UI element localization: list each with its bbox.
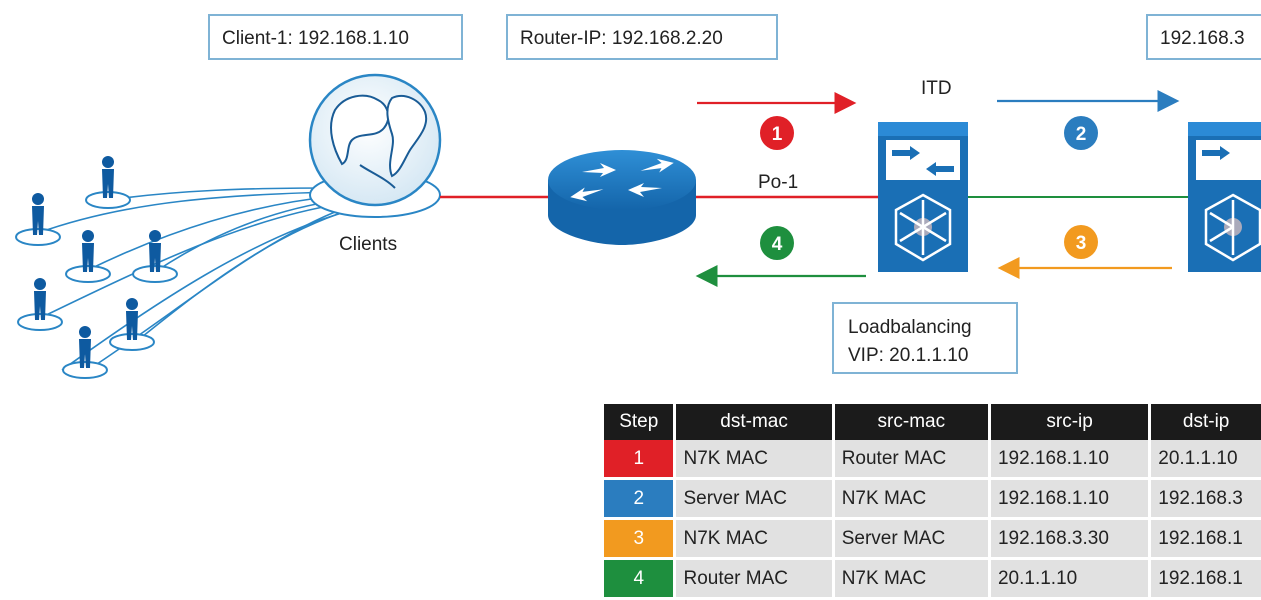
table-row: 1 N7K MAC Router MAC 192.168.1.10 20.1.1… <box>604 440 1261 480</box>
dst-mac-cell: Server MAC <box>674 478 835 520</box>
loadbalancing-label: Loadbalancing <box>848 317 972 338</box>
dst-mac-cell: N7K MAC <box>674 440 835 480</box>
router-icon <box>548 150 696 245</box>
src-ip-cell: 192.168.1.10 <box>989 478 1152 520</box>
po-label: Po-1 <box>758 172 799 193</box>
step-cell: 3 <box>604 518 677 560</box>
src-mac-cell: N7K MAC <box>833 558 991 600</box>
nexus-switch-icon <box>878 122 968 272</box>
dst-ip-cell: 192.168.1 <box>1149 518 1261 560</box>
header-dst-mac: dst-mac <box>674 404 835 440</box>
itd-label: ITD <box>921 78 952 99</box>
client-user-icons <box>15 156 178 379</box>
dst-ip-cell: 20.1.1.10 <box>1149 440 1261 480</box>
step4-badge: 4 <box>760 226 794 260</box>
vip-label: VIP: 20.1.1.10 <box>848 345 969 366</box>
table-row: 4 Router MAC N7K MAC 20.1.1.10 192.168.1 <box>604 558 1261 600</box>
server-switch-icon <box>1188 122 1261 272</box>
step-cell: 2 <box>604 478 677 520</box>
header-dst-ip: dst-ip <box>1149 404 1261 440</box>
src-mac-cell: N7K MAC <box>833 478 991 520</box>
loadbalancing-vip-label: Loadbalancing VIP: 20.1.1.10 <box>832 302 1018 374</box>
svg-text:1: 1 <box>772 124 783 145</box>
header-src-mac: src-mac <box>833 404 991 440</box>
dst-ip-cell: 192.168.1 <box>1149 558 1261 600</box>
globe-icon <box>308 73 442 218</box>
table-row: 3 N7K MAC Server MAC 192.168.3.30 192.16… <box>604 518 1261 560</box>
step1-badge: 1 <box>760 116 794 150</box>
src-mac-cell: Router MAC <box>833 440 991 480</box>
router-ip-label: Router-IP: 192.168.2.20 <box>506 14 778 60</box>
src-ip-cell: 192.168.1.10 <box>989 440 1152 480</box>
step2-badge: 2 <box>1064 116 1098 150</box>
svg-text:3: 3 <box>1076 233 1087 254</box>
header-step: Step <box>604 404 677 440</box>
src-ip-cell: 20.1.1.10 <box>989 558 1152 600</box>
step3-badge: 3 <box>1064 225 1098 259</box>
server-ip-label: 192.168.3 <box>1146 14 1261 60</box>
header-src-ip: src-ip <box>989 404 1152 440</box>
dst-mac-cell: N7K MAC <box>674 518 835 560</box>
client-ip-label: Client-1: 192.168.1.10 <box>208 14 463 60</box>
table-header-row: Step dst-mac src-mac src-ip dst-ip <box>604 404 1261 440</box>
svg-text:2: 2 <box>1076 124 1087 145</box>
step-cell: 4 <box>604 558 677 600</box>
clients-label: Clients <box>339 234 398 255</box>
table-row: 2 Server MAC N7K MAC 192.168.1.10 192.16… <box>604 478 1261 520</box>
svg-text:4: 4 <box>772 234 783 255</box>
step-cell: 1 <box>604 440 677 480</box>
src-ip-cell: 192.168.3.30 <box>989 518 1152 560</box>
step-table: Step dst-mac src-mac src-ip dst-ip 1 N7K… <box>604 404 1261 600</box>
src-mac-cell: Server MAC <box>833 518 991 560</box>
dst-ip-cell: 192.168.3 <box>1149 478 1261 520</box>
dst-mac-cell: Router MAC <box>674 558 835 600</box>
